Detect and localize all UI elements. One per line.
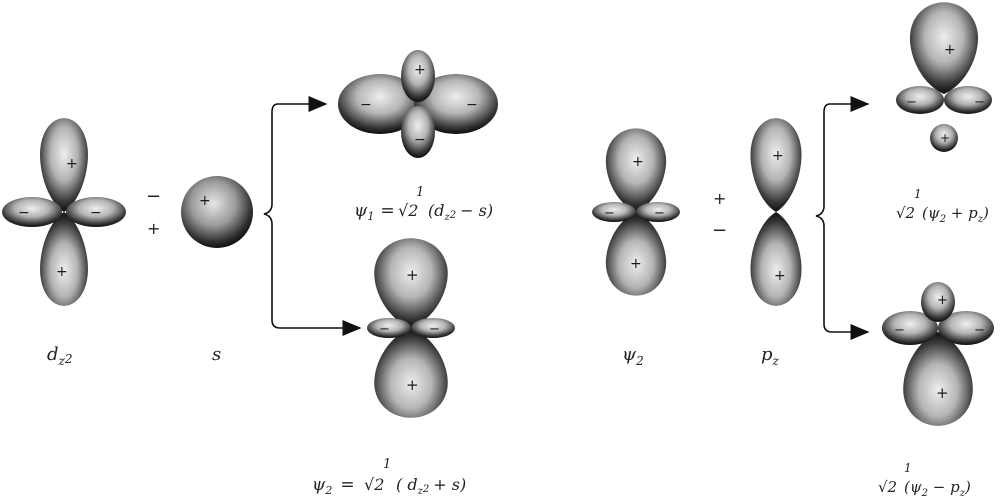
svg-text:√2: √2 <box>896 204 915 222</box>
operator-minus: − <box>146 186 161 207</box>
minus-sign: − <box>379 322 390 337</box>
hybrid-plus-equation: 1 √2 (ψ2 + pz) <box>896 187 989 225</box>
svg-text:( dz2+ s): ( dz2+ s) <box>396 475 466 497</box>
psi1-equation: ψ1= 1 √2 (dz2− s) <box>354 185 493 223</box>
plus-sign: + <box>940 131 950 145</box>
minus-sign: − <box>974 323 985 338</box>
hybrid-minus-orbital: + − − + <box>882 282 994 426</box>
psi2-orbital-right: + + − − <box>592 128 680 296</box>
minus-sign: − <box>429 322 440 337</box>
minus-sign: − <box>414 132 426 148</box>
minus-sign: − <box>90 205 102 221</box>
plus-sign: + <box>414 62 426 78</box>
pz-orbital: + + <box>750 118 802 306</box>
operator-plus: + <box>713 189 726 208</box>
s-orbital: + <box>181 176 253 248</box>
plus-sign: + <box>774 268 786 284</box>
svg-text:√2: √2 <box>878 478 897 496</box>
svg-text:(ψ2 − pz): (ψ2 − pz) <box>904 478 971 498</box>
psi2-equation: ψ2= 1 √2 ( dz2+ s) <box>312 457 466 497</box>
s-label: s <box>212 344 221 365</box>
plus-sign: + <box>199 193 211 209</box>
psi1-orbital: + − − − <box>338 50 498 158</box>
plus-sign: + <box>772 148 784 164</box>
plus-sign: + <box>406 376 419 394</box>
minus-sign: − <box>654 206 665 221</box>
operator-minus: − <box>712 220 727 241</box>
svg-text:1: 1 <box>383 457 391 472</box>
minus-sign: − <box>894 323 905 338</box>
plus-sign: + <box>632 154 644 170</box>
plus-sign: + <box>66 156 78 172</box>
minus-sign: − <box>906 95 917 110</box>
svg-text:√2: √2 <box>398 201 418 220</box>
minus-sign: − <box>974 95 985 110</box>
svg-text:1: 1 <box>914 187 922 201</box>
svg-text:(dz2− s): (dz2− s) <box>428 201 493 223</box>
dz2-label: dz2 <box>47 344 73 368</box>
minus-sign: − <box>466 97 478 113</box>
psi2-label: ψ2 <box>622 344 644 368</box>
plus-sign: + <box>56 264 68 280</box>
pz-label: pz <box>761 344 780 368</box>
hybrid-plus-orbital: + − − + <box>896 2 992 152</box>
hybrid-minus-equation: 1 √2 (ψ2 − pz) <box>878 461 971 498</box>
minus-sign: − <box>18 205 30 221</box>
svg-text:1: 1 <box>904 461 912 475</box>
psi2-orbital: + + − − <box>367 238 455 418</box>
svg-text:1: 1 <box>416 185 424 200</box>
plus-sign: + <box>406 266 419 284</box>
svg-text:ψ2=: ψ2= <box>312 475 355 497</box>
svg-text:√2: √2 <box>364 475 384 494</box>
dz2-orbital: + + − − <box>2 118 126 306</box>
svg-text:(ψ2 + pz): (ψ2 + pz) <box>922 204 989 225</box>
minus-sign: − <box>604 206 615 221</box>
svg-text:ψ1=: ψ1= <box>354 201 395 223</box>
minus-sign: − <box>360 97 372 113</box>
plus-sign: + <box>630 256 642 272</box>
right-brace-arrows <box>815 96 870 340</box>
plus-sign: + <box>944 42 956 58</box>
left-brace-arrows <box>263 96 362 336</box>
plus-sign: + <box>937 293 948 308</box>
plus-sign: + <box>936 384 949 402</box>
operator-plus: + <box>147 219 160 238</box>
